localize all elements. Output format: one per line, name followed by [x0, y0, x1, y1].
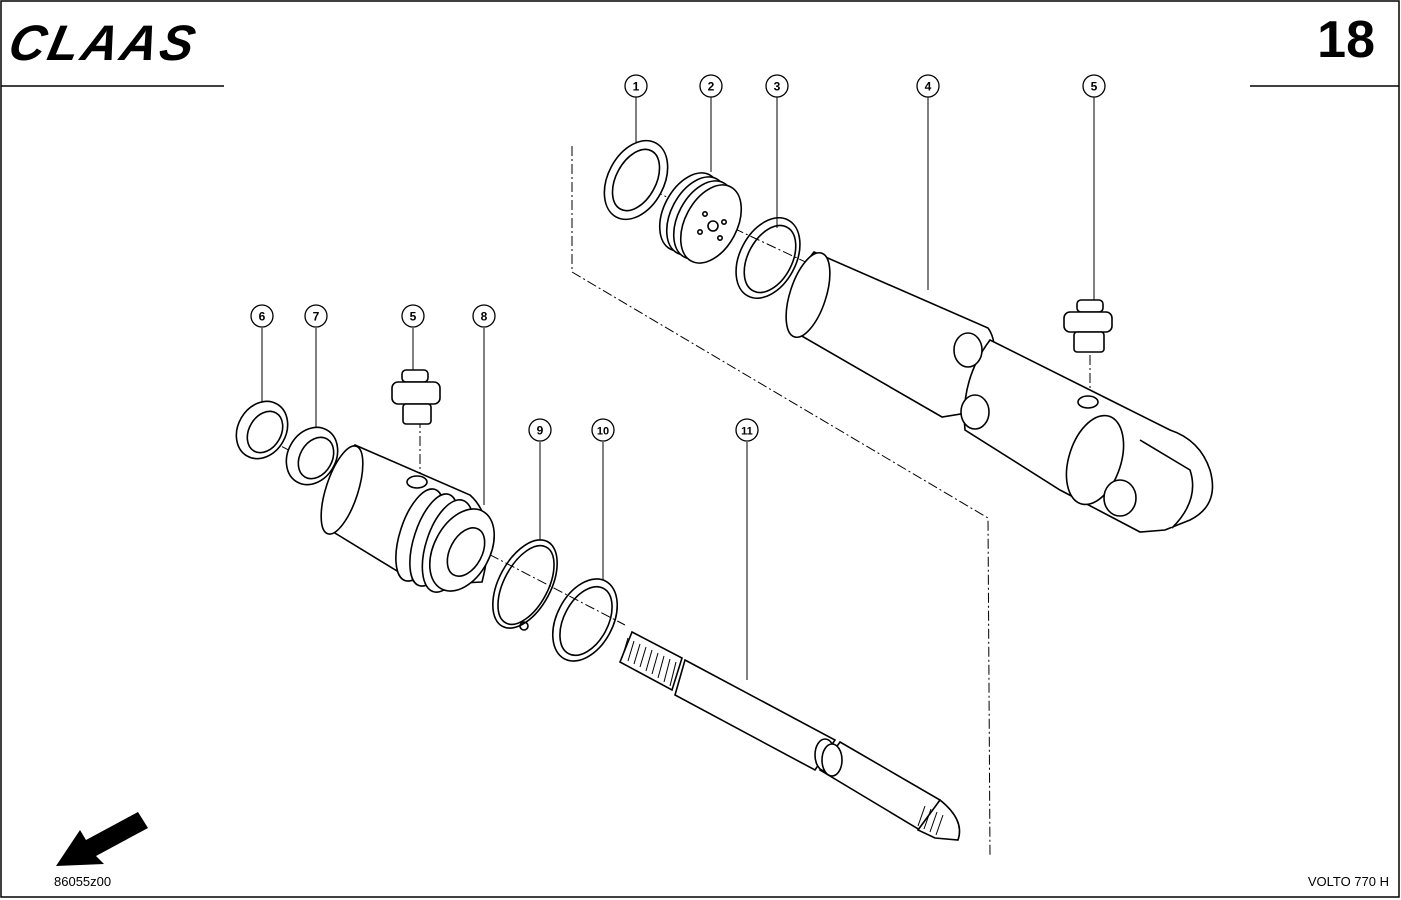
part-5-grease-nipple-upper [1063, 299, 1113, 353]
part-10-seal-ring [551, 578, 619, 662]
part-9-circlip [492, 539, 558, 631]
callout-2: 2 [699, 74, 723, 98]
part-8-cylinder-head [320, 444, 496, 593]
callout-3: 3 [765, 74, 789, 98]
part-5-grease-nipple-lower [391, 369, 441, 425]
part-4-cylinder-barrel [785, 251, 1214, 533]
part-7-ring [285, 426, 339, 486]
leader-lines [261, 97, 1095, 680]
part-3-seal-ring [735, 217, 801, 299]
page-number: 18 [1317, 11, 1375, 69]
callout-label: 7 [313, 310, 320, 324]
callout-label: 8 [481, 310, 488, 324]
callout-label: 11 [741, 426, 753, 438]
callout-1: 1 [624, 74, 648, 98]
drawing-number: 86055z00 [54, 874, 112, 889]
callout-8: 8 [472, 304, 496, 328]
arrow-down-left-icon [56, 812, 148, 866]
part-6-wiper-ring [235, 400, 289, 460]
callout-label: 6 [259, 310, 266, 324]
callout-label: 10 [597, 426, 609, 438]
part-11-piston-rod [618, 630, 961, 841]
callout-label: 9 [537, 424, 544, 438]
callout-9: 9 [528, 418, 552, 442]
callout-7: 7 [304, 304, 328, 328]
callout-label: 1 [633, 80, 640, 94]
callout-5: 5 [401, 304, 425, 328]
machine-model: VOLTO 770 H [1307, 874, 1389, 889]
callout-label: 4 [925, 80, 932, 94]
callout-label: 5 [410, 310, 417, 324]
callout-5: 5 [1082, 74, 1106, 98]
callout-label: 2 [708, 80, 715, 94]
callout-10: 10 [591, 418, 615, 442]
part-11-thread-lines [621, 637, 944, 836]
callout-bubbles: 1 2 3 4 5 5 6 7 8 9 10 11 [250, 74, 1106, 442]
callout-label: 5 [1091, 80, 1098, 94]
callout-4: 4 [916, 74, 940, 98]
callout-11: 11 [735, 418, 759, 442]
callout-label: 3 [774, 80, 781, 94]
part-2-piston [658, 172, 743, 264]
callout-6: 6 [250, 304, 274, 328]
part-1-wiper-ring [603, 139, 669, 221]
